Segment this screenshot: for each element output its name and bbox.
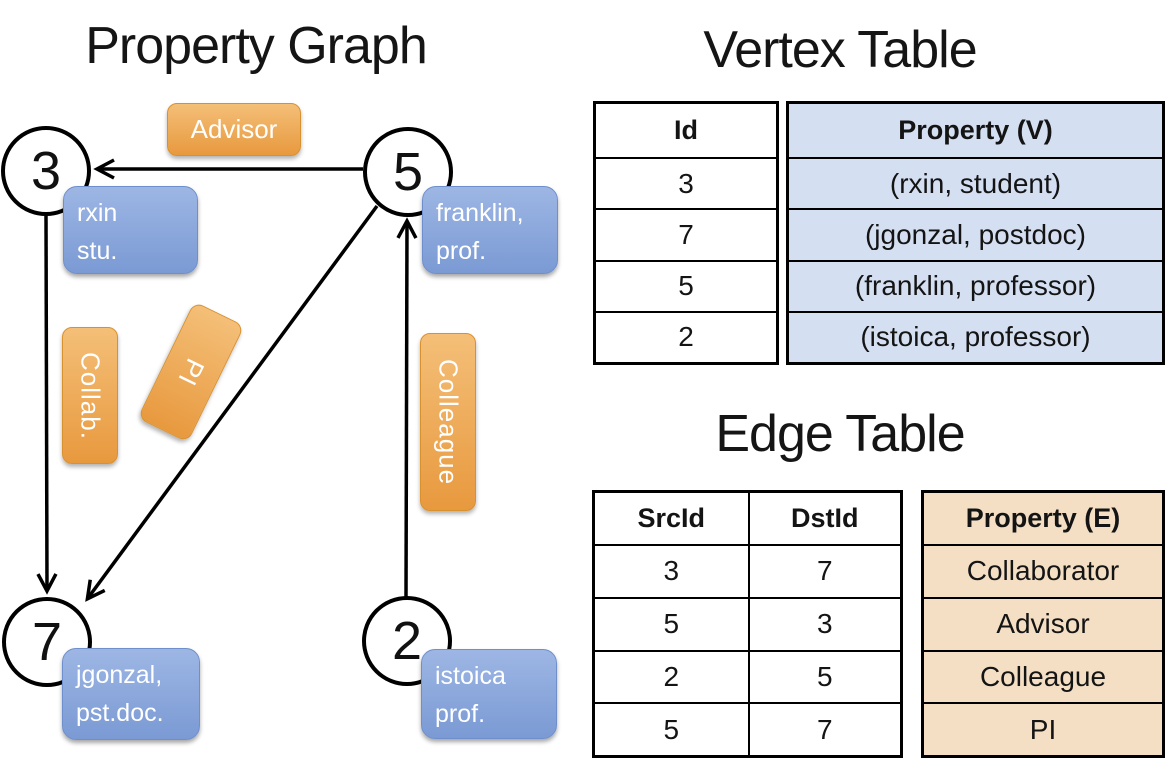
node-id: 3 [30,141,62,201]
edge-table-title: Edge Table [715,405,965,463]
vertex-box-line: franklin, [436,199,524,227]
node-id: 2 [391,611,423,671]
vertex-table-property-cell: (rxin, student) [789,157,1162,209]
node-circle-2: 2 [362,596,452,686]
vertex-table-id-cell: 2 [596,310,776,362]
vertex-box-jgonzal: jgonzal, pst.doc. [62,648,200,740]
node-id: 5 [392,142,424,202]
vertex-box-line: pst.doc. [76,699,164,727]
edge-label-collab: Collab. [62,327,118,464]
edge-table-dst-cell: 7 [747,702,900,755]
vertex-box-line: prof. [435,700,486,728]
edge-table-src-cell: 5 [595,596,748,650]
edge-table-property-cell: PI [924,702,1162,755]
vertex-table-id-cell: 7 [596,208,776,259]
edge-arrow-3-to-7 [36,214,58,595]
graph-edges-svg [36,158,418,602]
property-graph-title: Property Graph [85,17,428,75]
vertex-box-line: istoica [435,662,506,690]
node-circle-5: 5 [363,127,453,217]
edge-table-property-cell: Colleague [924,649,1162,703]
edge-table-src-cell: 5 [595,702,748,755]
vertex-table-property-header: Property (V) [789,104,1162,157]
edge-table-property-header: Property (E) [924,493,1162,544]
vertex-table-id-cell: 3 [596,157,776,208]
vertex-box-franklin: franklin, prof. [422,186,558,274]
vertex-box-line: rxin [77,199,118,227]
vertex-box-line: prof. [436,237,487,265]
edge-arrow-2-to-5 [396,217,418,599]
vertex-box-rxin: rxin stu. [63,186,198,274]
vertex-table-property-cell: (franklin, professor) [789,259,1162,311]
edge-table-id-columns: SrcId DstId 3 7 5 3 2 5 5 7 [592,490,903,758]
vertex-table-id-column: Id 3 7 5 2 [593,101,779,365]
vertex-table-property-column: Property (V) (rxin, student) (jgonzal, p… [786,101,1165,365]
vertex-table-property-cell: (istoica, professor) [789,310,1162,362]
edge-label-colleague: Colleague [420,333,476,511]
node-id: 7 [31,612,63,672]
vertex-table-id-cell: 5 [596,259,776,311]
vertex-box-istoica: istoica prof. [421,649,557,739]
edge-table-property-cell: Advisor [924,596,1162,650]
edge-table-src-cell: 3 [595,544,748,597]
edge-table-src-header: SrcId [637,503,706,533]
edge-table-property-column: Property (E) Collaborator Advisor Collea… [921,490,1165,758]
edge-label-advisor: Advisor [167,103,301,156]
edge-table-src-cell: 2 [595,649,748,703]
vertex-table-id-header: Id [674,115,698,145]
edge-table-dst-cell: 5 [747,649,900,703]
edge-table-property-cell: Collaborator [924,544,1162,597]
edge-arrow-5-to-7 [85,204,379,602]
vertex-table-property-cell: (jgonzal, postdoc) [789,208,1162,260]
edge-table-dst-header: DstId [747,493,901,544]
vertex-table-title: Vertex Table [703,21,977,79]
vertex-box-line: jgonzal, [76,661,163,689]
edge-table-dst-cell: 3 [747,596,900,650]
edge-table-dst-cell: 7 [747,544,900,597]
vertex-box-line: stu. [77,237,118,265]
